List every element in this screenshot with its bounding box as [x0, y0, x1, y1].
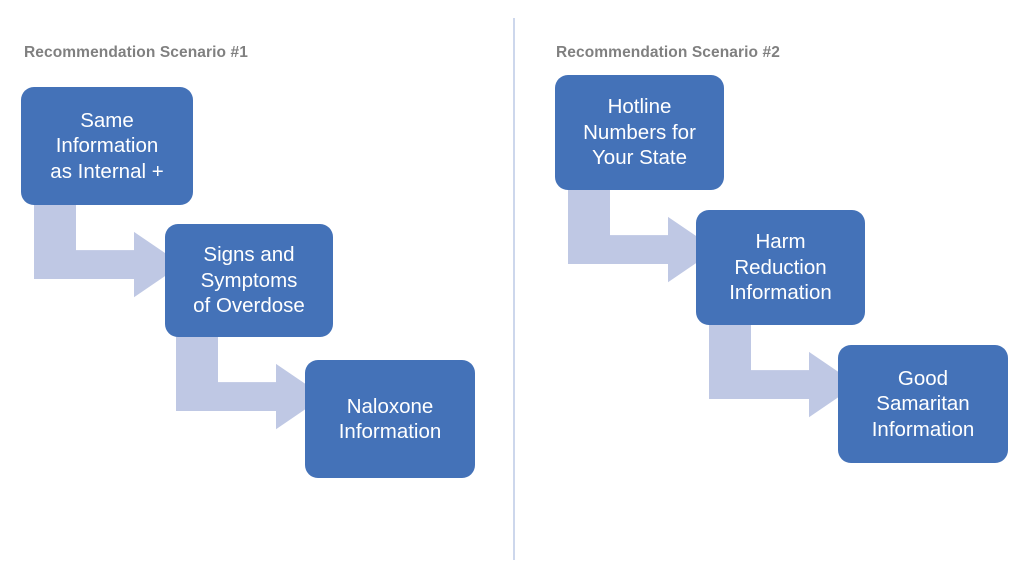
elbow-arrow-down-right-icon	[176, 335, 324, 451]
flow-box-label: Same Information as Internal +	[50, 108, 164, 183]
flow-box-same-information-as-internal[interactable]: Same Information as Internal +	[21, 87, 193, 205]
elbow-arrow-down-right-icon	[34, 203, 182, 319]
scenario-panel-1: Recommendation Scenario #1 Same Informat…	[21, 44, 475, 478]
scenario-2-title: Recommendation Scenario #2	[556, 44, 780, 61]
flow-box-label: Signs and Symptoms of Overdose	[193, 243, 305, 318]
flow-box-label: Good Samaritan Information	[871, 366, 975, 441]
elbow-arrow-down-right-icon	[709, 323, 857, 439]
flow-box-label: Naloxone Information	[338, 394, 442, 443]
flow-box-signs-and-symptoms-of-overdose[interactable]: Signs and Symptoms of Overdose	[165, 224, 333, 337]
flow-box-good-samaritan-information[interactable]: Good Samaritan Information	[838, 345, 1008, 463]
scenario-panel-2: Recommendation Scenario #2 Hotline Numbe…	[514, 0, 1024, 576]
flow-box-naloxone-information[interactable]: Naloxone Information	[305, 360, 475, 478]
flow-box-label: Harm Reduction Information	[729, 230, 832, 305]
panel-divider	[513, 18, 515, 560]
flow-box-harm-reduction-information[interactable]: Harm Reduction Information	[696, 210, 865, 325]
flow-box-hotline-numbers-for-your-state[interactable]: Hotline Numbers for Your State	[555, 75, 724, 190]
elbow-arrow-down-right-icon	[568, 188, 716, 304]
scenario-1-title: Recommendation Scenario #1	[24, 44, 248, 61]
flow-box-label: Hotline Numbers for Your State	[583, 95, 696, 170]
